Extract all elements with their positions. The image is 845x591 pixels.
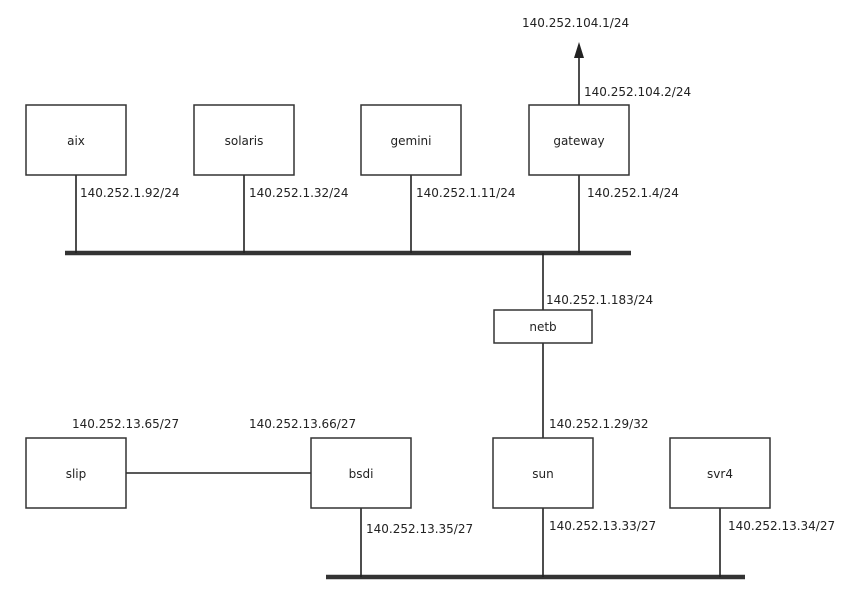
ip-sun-ppp: 140.252.1.29/32 <box>549 417 648 431</box>
node-gateway-label: gateway <box>553 134 604 148</box>
node-gemini: gemini <box>360 104 462 176</box>
node-sun: sun <box>492 437 594 509</box>
ip-netb: 140.252.1.183/24 <box>546 293 653 307</box>
node-aix: aix <box>25 104 127 176</box>
ip-gateway-external: 140.252.104.2/24 <box>584 85 691 99</box>
node-bsdi-box <box>310 437 412 509</box>
node-aix-label: aix <box>67 134 85 148</box>
ip-gemini: 140.252.1.11/24 <box>416 186 515 200</box>
node-gateway: gateway <box>528 104 630 176</box>
ip-aix: 140.252.1.92/24 <box>80 186 179 200</box>
ip-svr4: 140.252.13.34/27 <box>728 519 835 533</box>
node-svr4: svr4 <box>669 437 771 509</box>
node-sun-box <box>492 437 594 509</box>
node-gemini-label: gemini <box>391 134 432 148</box>
node-netb-label: netb <box>529 320 556 334</box>
node-solaris-box <box>193 104 295 176</box>
node-gateway-box <box>528 104 630 176</box>
ip-gateway: 140.252.1.4/24 <box>587 186 679 200</box>
node-bsdi-label: bsdi <box>349 467 374 481</box>
ip-bsdi: 140.252.13.35/27 <box>366 522 473 536</box>
ip-solaris: 140.252.1.32/24 <box>249 186 348 200</box>
node-solaris-label: solaris <box>225 134 264 148</box>
node-bsdi: bsdi <box>310 437 412 509</box>
node-solaris: solaris <box>193 104 295 176</box>
node-netb-box <box>493 309 593 344</box>
node-gemini-box <box>360 104 462 176</box>
node-svr4-box <box>669 437 771 509</box>
node-slip-label: slip <box>66 467 87 481</box>
node-sun-label: sun <box>532 467 553 481</box>
node-svr4-label: svr4 <box>707 467 733 481</box>
ip-slip: 140.252.13.65/27 <box>72 417 179 431</box>
ip-external: 140.252.104.1/24 <box>522 16 629 30</box>
uplink-arrow-icon <box>574 42 584 58</box>
ip-bsdi-slip: 140.252.13.66/27 <box>249 417 356 431</box>
node-netb: netb <box>493 309 593 344</box>
node-slip-box <box>25 437 127 509</box>
node-aix-box <box>25 104 127 176</box>
ip-sun: 140.252.13.33/27 <box>549 519 656 533</box>
node-slip: slip <box>25 437 127 509</box>
